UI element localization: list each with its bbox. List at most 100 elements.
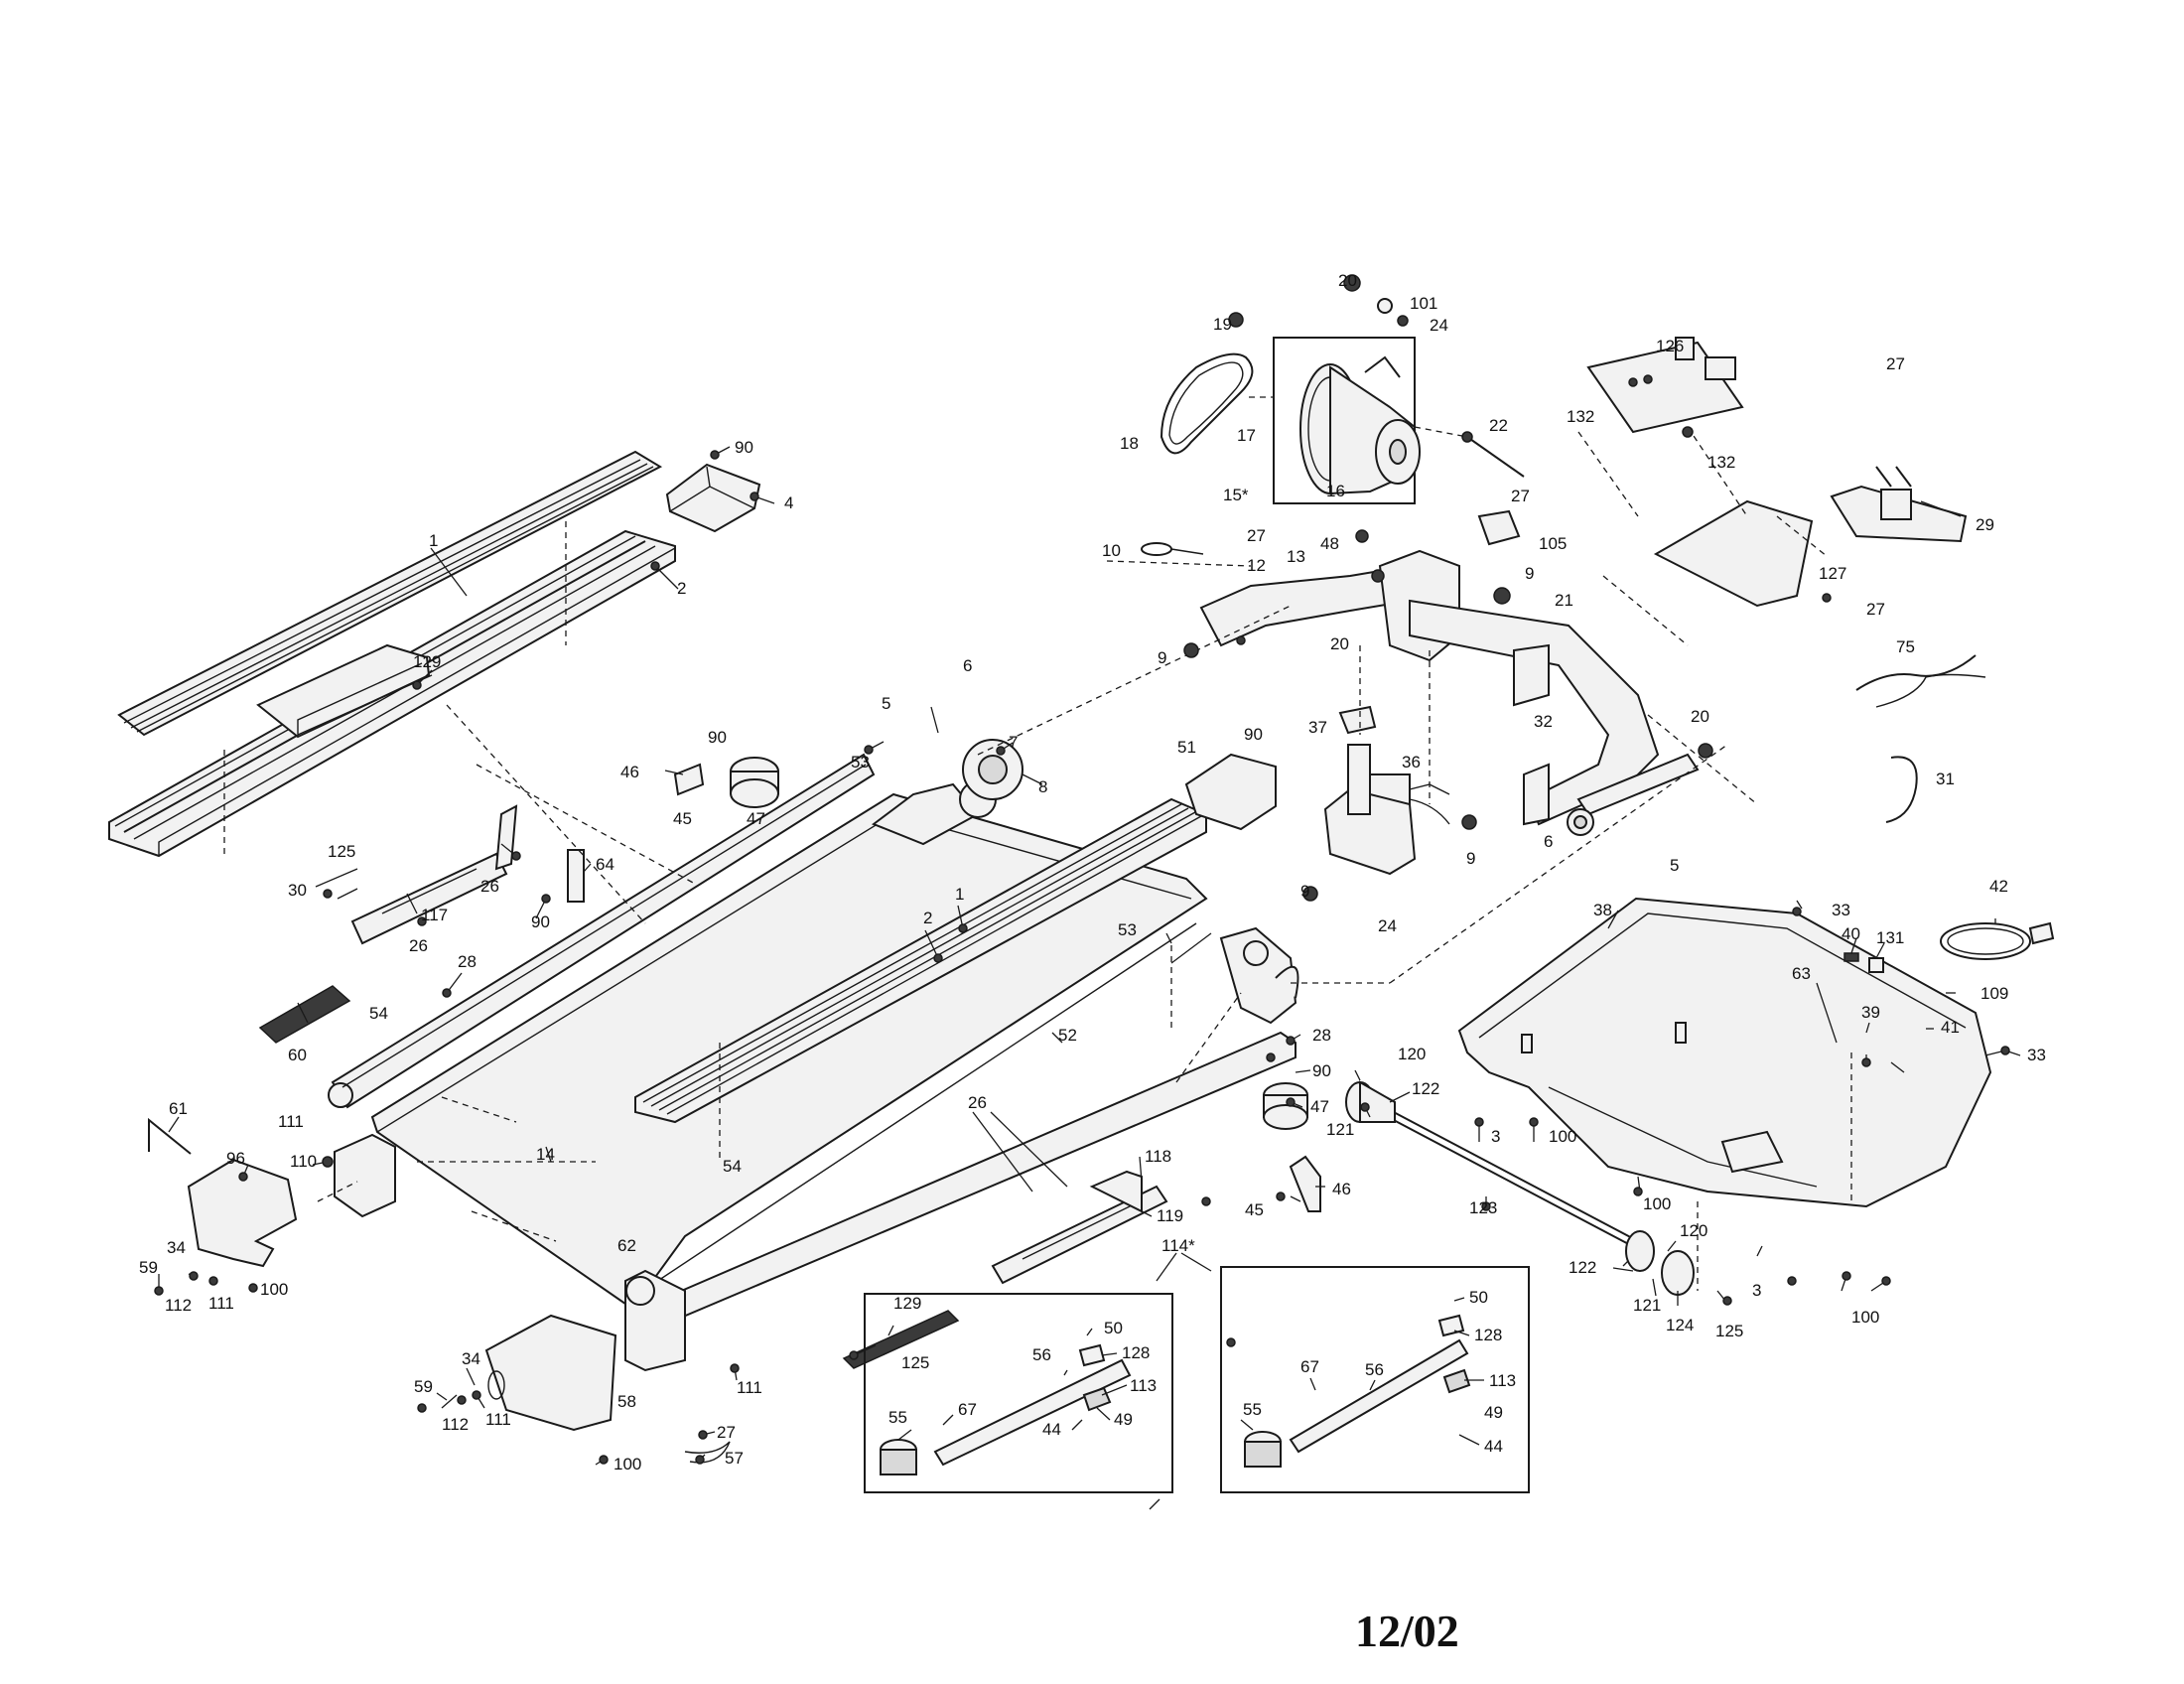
callout-7: 7 [1009, 733, 1018, 752]
callout-33: 33 [2027, 1046, 2046, 1064]
callout-112: 112 [165, 1296, 192, 1315]
callout-34: 34 [462, 1349, 480, 1368]
hardware-dots [154, 426, 2010, 1465]
callout-56: 56 [1032, 1345, 1051, 1364]
rear-endcap-96 [187, 1158, 298, 1268]
callout-125: 125 [1715, 1322, 1743, 1340]
callout-37: 37 [1308, 718, 1327, 737]
callout-33: 33 [1832, 901, 1850, 919]
callout-27: 27 [1511, 487, 1530, 505]
callout-96: 96 [226, 1149, 245, 1168]
callout-122: 122 [1569, 1258, 1596, 1277]
callout-117: 117 [421, 906, 448, 924]
rear-roller-62 [624, 1269, 686, 1372]
callout-100: 100 [1643, 1194, 1671, 1213]
callout-3: 3 [1752, 1281, 1761, 1300]
callout-29: 29 [1976, 515, 1994, 534]
callout-1: 1 [955, 885, 964, 904]
callout-27: 27 [1866, 600, 1885, 619]
isolator-47-upper [730, 757, 779, 808]
callout-26: 26 [480, 877, 499, 896]
callout-12: 12 [1247, 556, 1266, 575]
callout-44: 44 [1042, 1420, 1061, 1439]
callout-124: 124 [1666, 1316, 1694, 1334]
callout-2: 2 [923, 909, 932, 927]
callout-110: 110 [290, 1152, 317, 1171]
assembly-guides [223, 396, 1852, 1291]
bracket-57 [684, 1441, 731, 1464]
callout-131: 131 [1876, 928, 1904, 947]
callout-54: 54 [723, 1157, 742, 1176]
callout-34: 34 [167, 1238, 186, 1257]
callout-132: 132 [1707, 453, 1735, 472]
callout-15: 15* [1223, 486, 1249, 504]
motor-small-hardware [1228, 274, 1409, 328]
allen-wrench-61 [148, 1117, 192, 1155]
grip-60 [258, 985, 351, 1044]
callout-49: 49 [1114, 1410, 1133, 1429]
callout-100: 100 [260, 1280, 288, 1299]
callout-5: 5 [882, 694, 890, 713]
callout-64: 64 [596, 855, 614, 874]
callout-100: 100 [1549, 1127, 1576, 1146]
callout-62: 62 [617, 1236, 636, 1255]
callout-120: 120 [1680, 1221, 1707, 1240]
callout-40: 40 [1842, 924, 1860, 943]
callout-111: 111 [208, 1294, 234, 1313]
callout-122: 122 [1412, 1079, 1439, 1098]
callout-26: 26 [409, 936, 428, 955]
callout-42: 42 [1989, 877, 2008, 896]
callout-17: 17 [1237, 426, 1256, 445]
callout-45: 45 [1245, 1200, 1264, 1219]
wire-10 [1141, 542, 1204, 556]
callout-125: 125 [901, 1353, 929, 1372]
callout-129: 129 [893, 1294, 921, 1313]
side-rail-1-2-center [634, 797, 1207, 1124]
callout-46: 46 [620, 763, 639, 781]
callout-20: 20 [1691, 707, 1709, 726]
callout-24: 24 [1378, 916, 1397, 935]
controller-board-126 [1586, 337, 1744, 434]
callout-112: 112 [442, 1415, 469, 1434]
callout-123: 123 [1469, 1198, 1497, 1217]
callout-6: 6 [963, 656, 972, 675]
callout-2: 2 [677, 579, 686, 598]
callout-54: 54 [369, 1004, 388, 1023]
callout-59: 59 [414, 1377, 433, 1396]
callout-58: 58 [617, 1392, 636, 1411]
callout-109: 109 [1980, 984, 2008, 1003]
callout-55: 55 [888, 1408, 907, 1427]
callout-121: 121 [1633, 1296, 1661, 1315]
callout-8: 8 [1038, 777, 1047, 796]
callout-9: 9 [1300, 882, 1309, 901]
bracket-46-upper [673, 763, 705, 796]
callout-45: 45 [673, 809, 692, 828]
callout-41: 41 [1941, 1018, 1960, 1037]
motor-hood-bracket-4 [665, 463, 761, 533]
callout-16: 16 [1326, 482, 1345, 500]
front-roller-area [871, 739, 1024, 846]
callout-105: 105 [1539, 534, 1567, 553]
callout-1: 1 [429, 531, 438, 550]
callout-75: 75 [1896, 637, 1915, 656]
callout-53: 53 [851, 753, 870, 772]
callout-56: 56 [1365, 1360, 1384, 1379]
callout-120: 120 [1398, 1045, 1426, 1063]
callout-32: 32 [1534, 712, 1553, 731]
callout-50: 50 [1469, 1288, 1488, 1307]
callout-55: 55 [1243, 1400, 1262, 1419]
callout-90: 90 [531, 912, 550, 931]
callout-90: 90 [708, 728, 727, 747]
motor-bolt-22 [1461, 431, 1525, 478]
rail-guard-117 [350, 804, 518, 945]
callout-27: 27 [1886, 354, 1905, 373]
callout-119: 119 [1157, 1206, 1183, 1225]
callout-labels: 20 101 19 24 18 17 16 15* 22 27 105 48 1… [139, 271, 2046, 1474]
incline-motor-36 [1323, 705, 1450, 876]
isolator-47-lower [1263, 1082, 1308, 1130]
callout-18: 18 [1120, 434, 1139, 453]
side-rail-left-upper [117, 450, 663, 737]
callout-59: 59 [139, 1258, 158, 1277]
callout-49: 49 [1484, 1403, 1503, 1422]
